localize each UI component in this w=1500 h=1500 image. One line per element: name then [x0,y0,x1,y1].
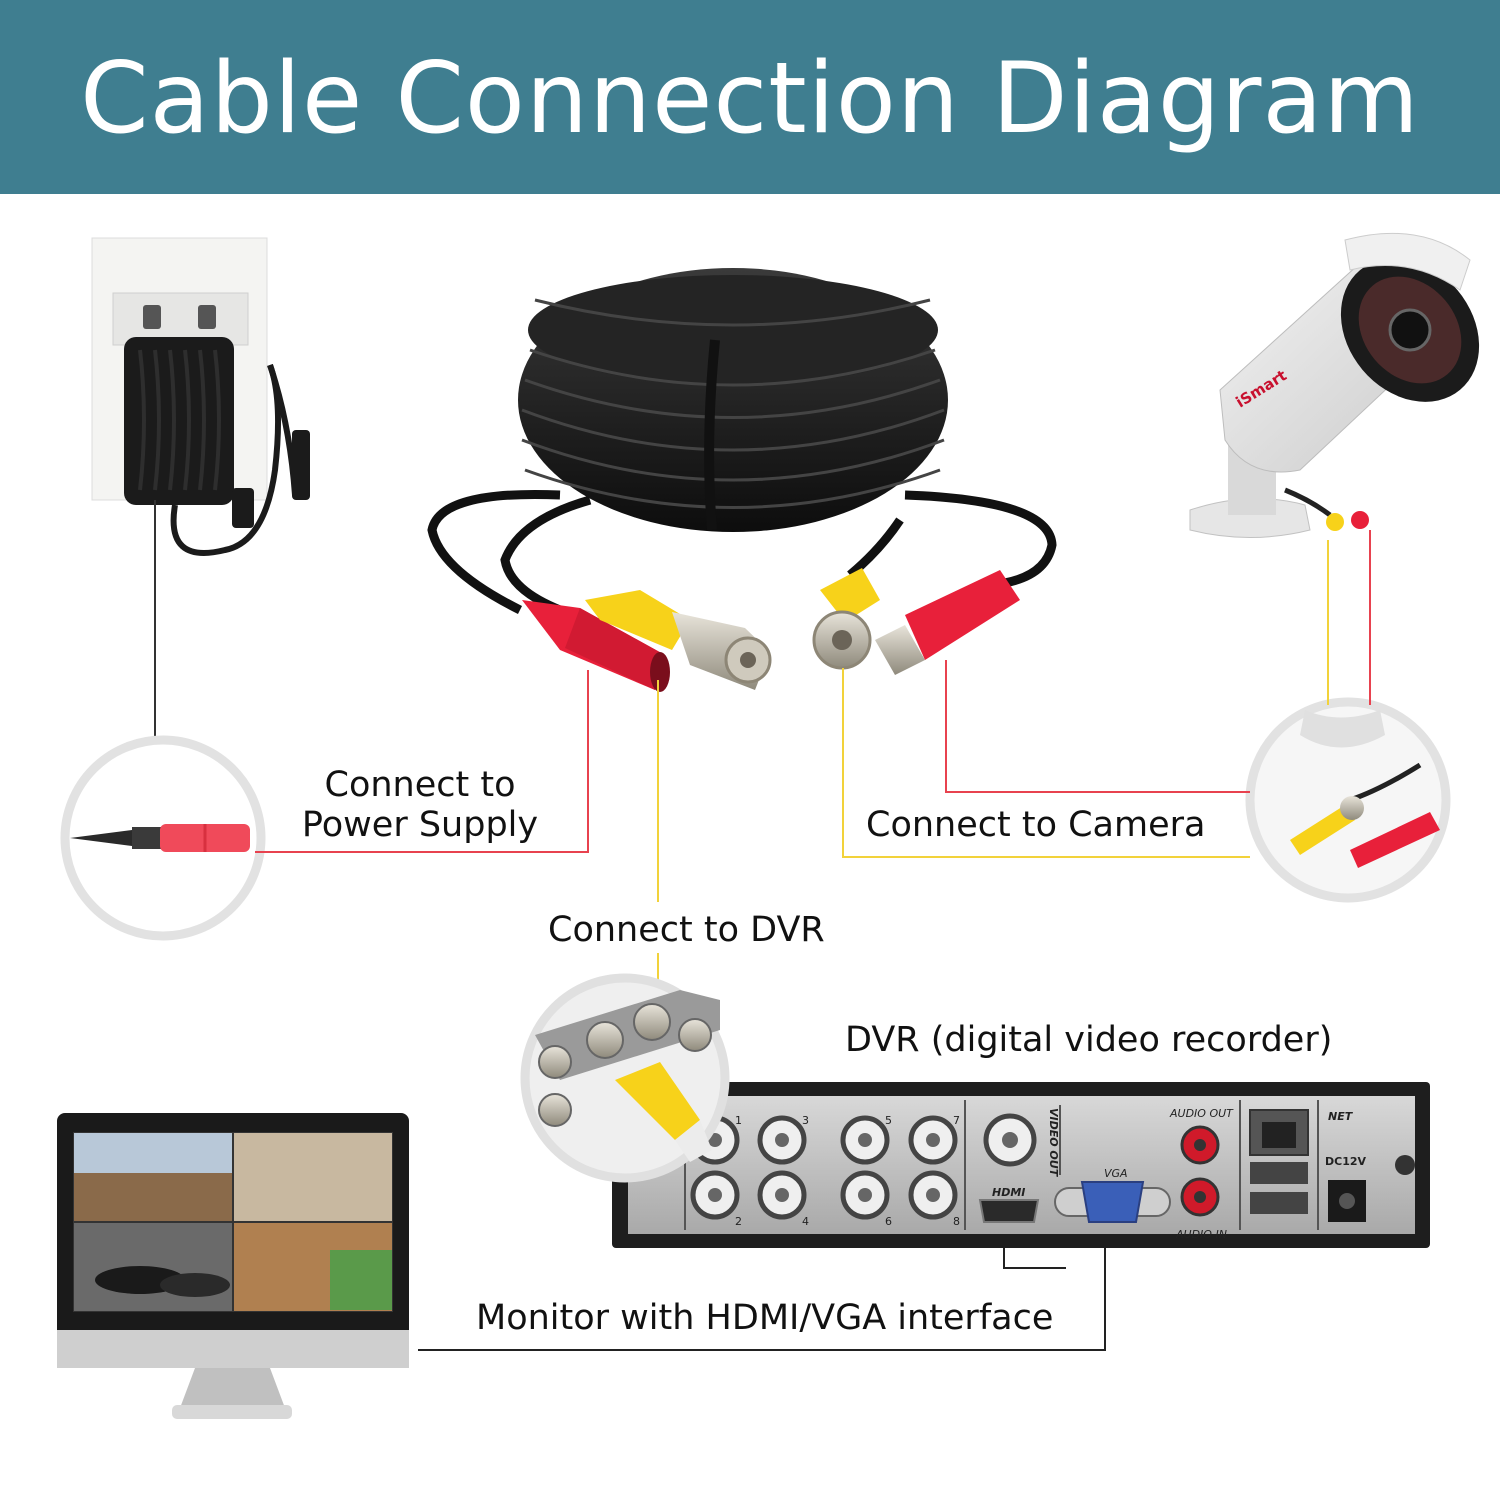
dvr-bnc-closeup [520,973,730,1183]
right-cable-connectors [812,568,1020,675]
monitor-label: Monitor with HDMI/VGA interface [476,1298,1054,1338]
channel-number: 1 [735,1114,742,1127]
power-supply-label: Connect to Power Supply [300,765,540,845]
page-title: Cable Connection Diagram [80,42,1420,156]
bnc-port-pin [926,1188,940,1202]
channel-number: 7 [953,1114,960,1127]
dvr-channel-labels: 1 3 5 7 2 4 6 8 [735,1114,960,1228]
power-plug-closeup [60,735,266,941]
bnc-port-pin [775,1133,789,1147]
dvr-vga-label: VGA [1104,1167,1128,1180]
camera-label: Connect to Camera [866,805,1206,845]
dvr-dc-label: DC12V [1325,1155,1367,1168]
left-cable-connectors [522,590,772,692]
title-banner [0,0,1500,194]
bnc-port-pin [858,1188,872,1202]
monitor-illustration [57,1113,409,1419]
dvr-video-out-port [983,1113,1037,1167]
vga-line [418,1210,1106,1351]
dvr-video-out-label: VIDEO OUT [1047,1108,1060,1178]
dvr-vga-port [1054,1181,1171,1223]
dvr-audio-ports [1180,1125,1220,1217]
dvr-bnc-ports [690,1115,958,1220]
bnc-port-pin [708,1188,722,1202]
channel-number: 8 [953,1215,960,1228]
power-supply-label-line2: Power Supply [301,805,539,845]
channel-number: 6 [885,1215,892,1228]
dvr-hdmi-label: HDMI [992,1186,1025,1199]
channel-number: 4 [802,1215,809,1228]
channel-number: 2 [735,1215,742,1228]
dvr-net-label: NET [1328,1110,1354,1123]
bnc-port-pin [926,1133,940,1147]
power-supply-label-line1: Connect to [324,765,516,805]
siamese-cable-coil [427,268,1057,615]
dvr-audio-in-label: AUDIO IN [1175,1228,1227,1241]
camera-yellow-line [842,668,1250,858]
dvr-label: Connect to DVR [548,910,825,950]
power-red-line [255,670,589,853]
dvr-hdmi-port [978,1199,1040,1223]
camera-red-line [945,660,1250,793]
dvr-device-label: DVR (digital video recorder) [845,1020,1333,1060]
power-adapter-illustration [91,237,310,556]
bullet-camera-illustration: iSmart [1189,232,1480,538]
channel-number: 5 [885,1114,892,1127]
bnc-port-pin [775,1188,789,1202]
channel-number: 3 [802,1114,809,1127]
bnc-port-pin [858,1133,872,1147]
dvr-audio-out-label: AUDIO OUT [1169,1107,1234,1120]
dvr-ethernet-usb-ports [1249,1109,1309,1214]
camera-plug-closeup [1245,697,1451,903]
dvr-power-port [1328,1155,1415,1222]
